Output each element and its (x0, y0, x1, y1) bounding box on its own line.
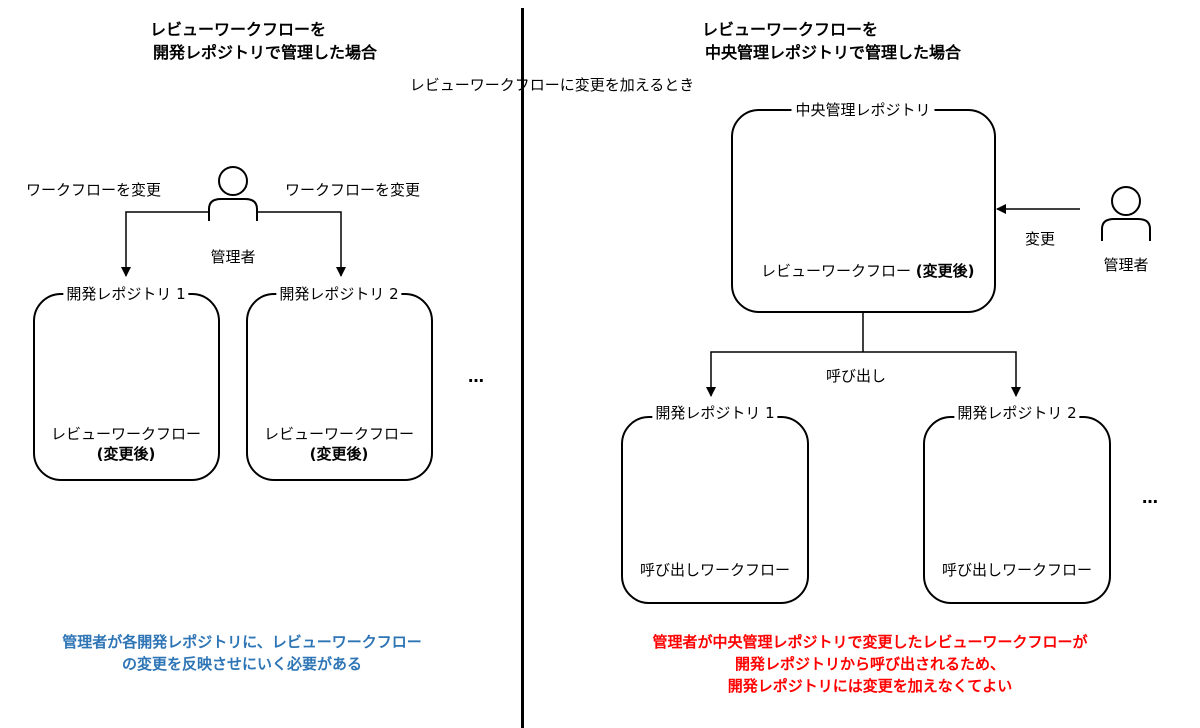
central-repo-box (731, 109, 996, 313)
arrow-to-repo-2 (257, 211, 346, 277)
left-note-line1: 管理者が各開発レポジトリに、レビューワークフロー (62, 633, 422, 651)
central-caption-bold: (変更後) (915, 262, 975, 280)
dev-repo-title-r1: 開発レポジトリ 1 (652, 404, 778, 423)
dev-repo-caption-2: レビューワークフロー (263, 425, 415, 443)
center-divider (521, 8, 524, 728)
change-label-left: ワークフローを変更 (26, 181, 162, 199)
person-icon (208, 166, 258, 222)
central-caption-text: レビューワークフロー (761, 262, 912, 280)
dev-repo-caption2-2: (変更後) (309, 445, 369, 463)
dev-repo-title-1: 開発レポジトリ 1 (63, 285, 189, 304)
center-caption: レビューワークフローに変更を加えるとき (409, 76, 695, 94)
right-note-line1: 管理者が中央管理レポジトリで変更したレビューワークフローが (652, 633, 1088, 651)
central-repo-title: 中央管理レポジトリ (791, 101, 935, 120)
change-label-right-panel: 変更 (1024, 230, 1056, 248)
left-title-line1: レビューワークフローを (149, 20, 327, 39)
dev-repo-box-r1 (621, 416, 809, 604)
right-note: 管理者が中央管理レポジトリで変更したレビューワークフローが 開発レポジトリから呼… (652, 632, 1087, 697)
person-icon (1101, 186, 1151, 242)
call-arrow-2 (863, 351, 1021, 397)
dev-repo-caption-r2: 呼び出しワークフロー (941, 561, 1093, 579)
change-label-right: ワークフローを変更 (285, 181, 421, 199)
right-note-line2: 開発レポジトリから呼び出されるため、 (734, 654, 1006, 673)
dev-repo-caption-1: レビューワークフロー (50, 425, 202, 443)
dev-repo-caption2-1: (変更後) (96, 445, 156, 463)
dev-repo-title-r2: 開発レポジトリ 2 (954, 404, 1080, 423)
dev-repo-caption-r1: 呼び出しワークフロー (639, 561, 791, 579)
arrow-to-repo-1 (121, 211, 209, 277)
dev-repo-title-2: 開発レポジトリ 2 (276, 285, 402, 304)
ellipsis-right: … (1142, 488, 1158, 507)
left-title-line2: 開発レポジトリで管理した場合 (152, 43, 378, 62)
call-arrow-1 (706, 351, 863, 397)
admin-label-left: 管理者 (210, 248, 256, 266)
ellipsis-left: … (468, 367, 484, 386)
dev-repo-box-1 (33, 293, 220, 481)
left-note-line2: の変更を反映させにいく必要がある (121, 654, 362, 673)
right-note-line3: 開発レポジトリには変更を加えなくてよい (727, 676, 1013, 695)
dev-repo-box-r2 (923, 416, 1111, 604)
central-repo-caption: レビューワークフロー (変更後) (761, 262, 975, 281)
right-title-line1: レビューワークフローを (701, 20, 879, 39)
admin-label-right: 管理者 (1103, 256, 1149, 274)
right-title-line2: 中央管理レポジトリで管理した場合 (704, 43, 962, 62)
left-note: 管理者が各開発レポジトリに、レビューワークフロー の変更を反映させにいく必要があ… (62, 632, 422, 676)
call-label: 呼び出し (825, 367, 887, 385)
